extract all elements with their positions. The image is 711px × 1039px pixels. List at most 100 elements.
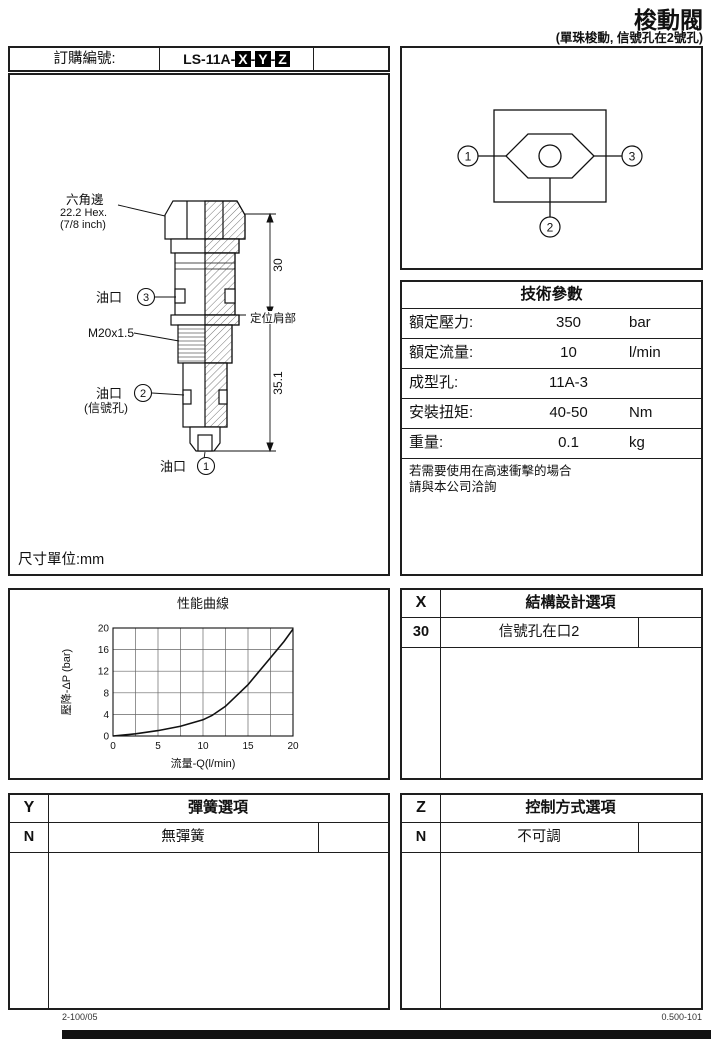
option-x-title: 結構設計選項 bbox=[525, 594, 616, 611]
port2-sub-label: (信號孔) bbox=[84, 401, 128, 415]
dim-35-label: 35.1 bbox=[271, 371, 285, 395]
tech-label: 重量: bbox=[409, 434, 444, 451]
plot-border bbox=[112, 627, 294, 737]
tech-unit: kg bbox=[629, 434, 645, 451]
order-number-panel: 訂購編號: LS-11A-X-Y-Z bbox=[8, 46, 390, 72]
order-number-label: 訂購編號: bbox=[10, 48, 160, 70]
port1-label: 油口 bbox=[160, 459, 186, 474]
y-axis-label: 壓降-ΔP (bar) bbox=[59, 649, 73, 715]
page-title: 梭動閥 bbox=[634, 7, 703, 33]
dim-30-label: 30 bbox=[271, 258, 285, 272]
tech-label: 安裝扭矩: bbox=[409, 404, 474, 421]
tech-value: 40-50 bbox=[549, 404, 588, 421]
drawing-labels: 六角邊 22.2 Hex. (7/8 inch) 油口 3 M20x1.5 定位… bbox=[60, 193, 306, 476]
tech-row-cavity: 成型孔: 11A-3 bbox=[402, 369, 701, 399]
tech-params-panel: 技術參數 額定壓力: 350 bar 額定流量: 10 l/min 成型孔: 1… bbox=[400, 280, 703, 576]
footer-page-number: 2-100/05 bbox=[62, 1012, 98, 1022]
tech-unit: Nm bbox=[629, 404, 653, 421]
y-tick-label: 4 bbox=[103, 710, 109, 721]
port3-label: 油口 bbox=[96, 290, 122, 305]
page-subtitle: (單珠梭動, 信號孔在2號孔) bbox=[555, 31, 703, 45]
performance-curve-line bbox=[112, 628, 294, 737]
option-y-row-endcell bbox=[318, 823, 388, 852]
leader-lines bbox=[117, 204, 206, 460]
order-empty-cell bbox=[314, 48, 388, 70]
tech-unit: bar bbox=[629, 314, 651, 331]
x-tick-label: 5 bbox=[155, 741, 161, 752]
valve-drawing: 30 35.1 六角邊 22.2 Hex. (7/8 inch) 油口 3 M2… bbox=[60, 193, 306, 476]
option-z-row-endcell bbox=[638, 823, 701, 852]
symbol-port3-number: 3 bbox=[629, 150, 636, 164]
thread-lines bbox=[178, 328, 205, 362]
order-code: LS-11A-X-Y-Z bbox=[160, 48, 314, 70]
order-code-y: Y bbox=[255, 51, 271, 67]
symbol-lines bbox=[478, 109, 622, 217]
option-y-row-code: N bbox=[23, 829, 35, 845]
option-z-row-code: N bbox=[415, 829, 427, 845]
option-x-row-code: 30 bbox=[412, 624, 430, 640]
valve-body bbox=[164, 200, 246, 452]
tech-params-title: 技術參數 bbox=[402, 282, 701, 309]
tech-row-torque: 安裝扭矩: 40-50 Nm bbox=[402, 399, 701, 429]
option-z-column-divider bbox=[440, 795, 441, 1008]
option-x-row-endcell bbox=[638, 618, 701, 647]
unit-note: 尺寸單位:mm bbox=[18, 552, 105, 568]
tech-row-pressure: 額定壓力: 350 bar bbox=[402, 309, 701, 339]
option-z-row: N 不可調 bbox=[402, 823, 701, 853]
shuttle-valve-symbol: 1 3 2 bbox=[457, 109, 643, 238]
option-x-row-desc: 信號孔在口2 bbox=[498, 624, 580, 640]
tech-row-weight: 重量: 0.1 kg bbox=[402, 429, 701, 459]
option-y-column-divider bbox=[48, 795, 49, 1008]
valve-drawing-panel: 30 35.1 六角邊 22.2 Hex. (7/8 inch) 油口 3 M2… bbox=[8, 73, 390, 576]
option-x-code: X bbox=[415, 594, 427, 611]
tech-label: 額定流量: bbox=[409, 344, 474, 361]
tech-value: 350 bbox=[555, 314, 582, 331]
footer-doc-code: 0.500-101 bbox=[661, 1012, 702, 1022]
option-y-title: 彈簧選項 bbox=[187, 799, 248, 816]
tech-value: 11A-3 bbox=[549, 374, 588, 391]
port2-label: 油口 bbox=[96, 386, 122, 401]
option-z-row-desc: 不可調 bbox=[517, 829, 561, 845]
option-z-title: 控制方式選項 bbox=[525, 799, 616, 816]
x-axis-label: 流量-Q(l/min) bbox=[171, 756, 236, 770]
option-y-row: N 無彈簧 bbox=[10, 823, 388, 853]
y-tick-label: 8 bbox=[103, 688, 109, 699]
option-y-code: Y bbox=[23, 799, 35, 816]
option-z-panel: Z 控制方式選項 N 不可調 bbox=[400, 793, 703, 1010]
port2-number: 2 bbox=[140, 388, 146, 400]
hex-label-3: (7/8 inch) bbox=[60, 219, 106, 231]
option-x-panel: X 結構設計選項 30 信號孔在口2 bbox=[400, 588, 703, 780]
hex-label-2: 22.2 Hex. bbox=[60, 207, 107, 219]
x-tick-label: 15 bbox=[242, 741, 254, 752]
tech-row-flow: 額定流量: 10 l/min bbox=[402, 339, 701, 369]
x-tick-label: 0 bbox=[110, 741, 116, 752]
order-code-z: Z bbox=[275, 51, 290, 67]
tech-label: 額定壓力: bbox=[409, 314, 474, 331]
option-z-code: Z bbox=[416, 799, 426, 816]
symbol-port1-circle bbox=[457, 145, 479, 167]
port3-number: 3 bbox=[143, 292, 149, 304]
option-z-header: Z 控制方式選項 bbox=[402, 795, 701, 823]
port2-circle bbox=[133, 383, 153, 403]
option-x-header: X 結構設計選項 bbox=[402, 590, 701, 618]
tech-note: 若需要使用在高速衝擊的場合 請與本公司洽詢 bbox=[402, 459, 701, 496]
port3-circle bbox=[136, 287, 156, 307]
y-tick-label: 20 bbox=[98, 624, 110, 635]
order-code-prefix: LS-11A- bbox=[183, 51, 236, 67]
port1-circle bbox=[196, 456, 216, 476]
option-x-column-divider bbox=[440, 590, 441, 778]
tech-label: 成型孔: bbox=[409, 374, 459, 391]
symbol-port3-circle bbox=[621, 145, 643, 167]
x-tick-label: 10 bbox=[197, 741, 209, 752]
symbol-port2-number: 2 bbox=[547, 221, 554, 235]
x-tick-label: 20 bbox=[287, 741, 299, 752]
order-code-sep2: - bbox=[270, 51, 276, 67]
y-tick-label: 12 bbox=[98, 667, 110, 678]
option-x-row: 30 信號孔在口2 bbox=[402, 618, 701, 648]
y-tick-label: 16 bbox=[98, 645, 110, 656]
shoulder-label: 定位肩部 bbox=[250, 311, 296, 325]
shoulder-label-bg bbox=[246, 311, 306, 324]
